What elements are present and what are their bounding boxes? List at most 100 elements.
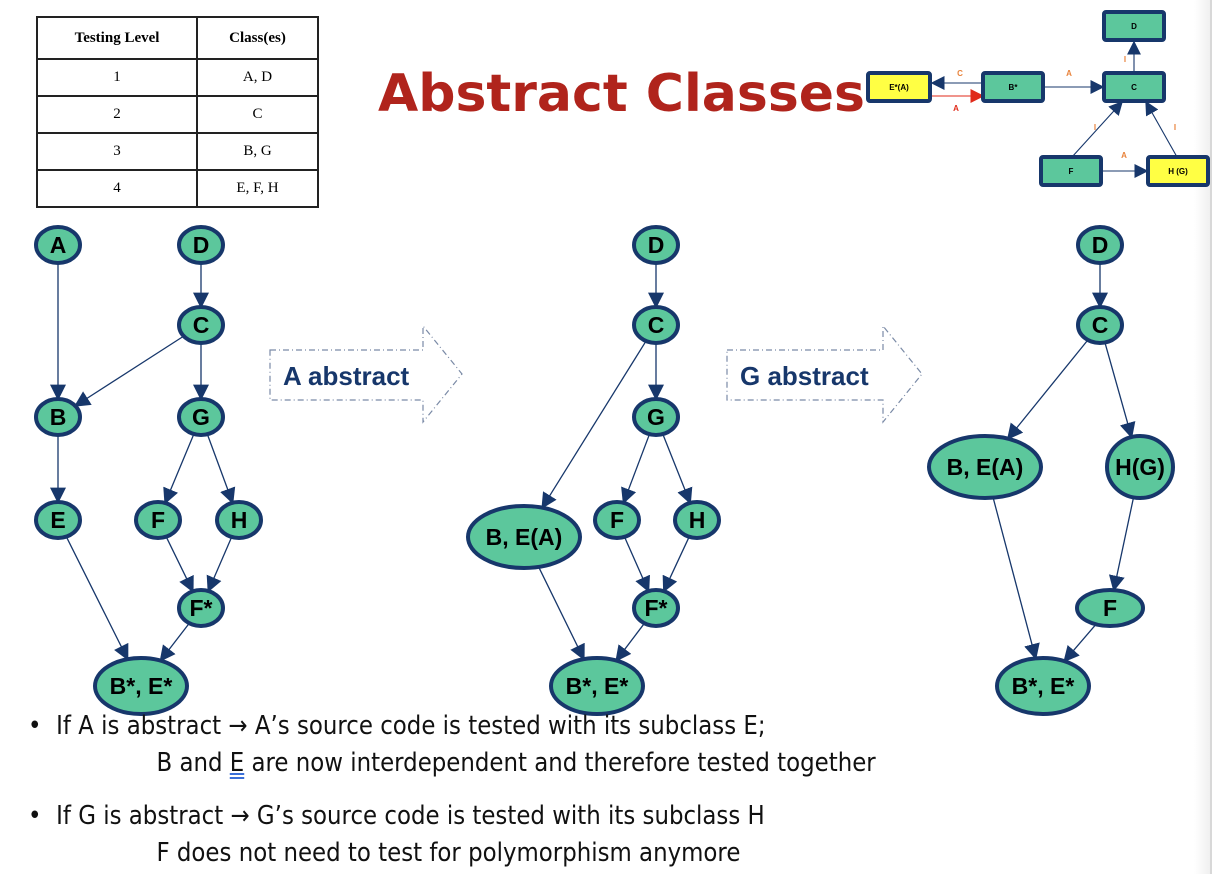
node-label: F	[151, 507, 165, 533]
bullet-text: A’s source code is tested with its subcl…	[247, 711, 766, 741]
node-label: D	[193, 232, 210, 258]
node-label: B	[50, 404, 67, 430]
node-label: B, E(A)	[947, 454, 1024, 480]
edge-G-to-H	[206, 434, 236, 505]
graph-node: A	[34, 225, 82, 265]
testing-level-table: Testing Level Class(es) 1 A, D 2 C 3 B, …	[36, 16, 319, 208]
node-shape	[632, 305, 680, 345]
node-label: B, E(A)	[486, 524, 563, 550]
edge-G-to-H	[662, 433, 693, 505]
mini-box-shape	[1102, 10, 1166, 42]
node-shape	[177, 225, 225, 265]
node-shape	[34, 500, 82, 540]
implies-arrow-icon: →	[228, 711, 248, 741]
graph-node: E	[34, 500, 82, 540]
graph-node: B	[34, 397, 82, 437]
node-shape	[632, 588, 680, 628]
node-label: C	[1092, 312, 1109, 338]
node-label: D	[648, 232, 665, 258]
edge-C-to-B	[73, 335, 185, 407]
node-shape	[466, 504, 582, 570]
bullet-text: If G is abstract	[56, 801, 231, 831]
spellcheck-underlined-word[interactable]: E	[229, 748, 245, 778]
graph-node: B, E(A)	[466, 504, 582, 570]
edge-G-to-F	[621, 433, 651, 505]
slide-title: Abstract Classes	[378, 64, 865, 124]
mini-class-box: B*	[981, 71, 1045, 103]
mini-box-label: E*(A)	[889, 83, 909, 92]
cell-classes: B, G	[196, 132, 319, 171]
transition-arrow-a: A abstract	[269, 324, 463, 424]
graph-node: C	[1076, 305, 1124, 345]
graph-node: B, E(A)	[927, 434, 1043, 500]
node-shape	[34, 397, 82, 437]
cell-level: 4	[36, 169, 198, 208]
edge-G-to-F	[163, 433, 195, 505]
bullet-text: G’s source code is tested with its subcl…	[249, 801, 765, 831]
mini-class-box: H (G)	[1146, 155, 1210, 187]
node-label: F	[1103, 595, 1117, 621]
bullet-subline: F does not need to test for polymorphism…	[28, 835, 876, 872]
edge-E-to-BE	[65, 536, 129, 661]
node-shape	[177, 588, 225, 628]
subline-text: B and	[156, 748, 230, 778]
graph-node: D	[632, 225, 680, 265]
node-shape	[34, 225, 82, 265]
node-shape	[995, 656, 1091, 716]
subline-text: F does not need to test for polymorphism…	[156, 838, 741, 868]
node-label: B*, E*	[110, 673, 173, 699]
bullet-subline: B and E are now interdependent and there…	[28, 745, 875, 782]
node-label: B*, E*	[1012, 673, 1075, 699]
node-shape	[177, 305, 225, 345]
transition-label: G abstract	[740, 361, 869, 391]
node-shape	[632, 225, 680, 265]
graph-node: G	[632, 397, 680, 437]
edge-BEA-to-BE	[538, 566, 585, 661]
node-label: H(G)	[1115, 454, 1165, 480]
edge-H-to-Fs	[662, 536, 690, 593]
bullet-dot: •	[28, 801, 42, 831]
node-shape	[673, 500, 721, 540]
bullet-item: •If A is abstract → A’s source code is t…	[28, 708, 876, 745]
graph-node: C	[632, 305, 680, 345]
mini-label-h-to-c: I	[1174, 123, 1176, 132]
graph-g-abstract: D C B, E(A) H(G) F B*, E*	[927, 225, 1175, 716]
edge-C-to-BEA	[541, 340, 647, 510]
node-shape	[134, 500, 182, 540]
graph-node: G	[177, 397, 225, 437]
graph-node: D	[1076, 225, 1124, 265]
mini-box-label: B*	[1009, 83, 1019, 92]
table-row: 2 C	[36, 95, 319, 134]
mini-box-label: C	[1131, 83, 1137, 92]
node-shape	[215, 500, 263, 540]
graph-node: B*, E*	[995, 656, 1091, 716]
node-label: H	[689, 507, 706, 533]
page-edge-line	[1210, 0, 1212, 874]
mini-box-label: D	[1131, 22, 1137, 31]
node-label: C	[193, 312, 210, 338]
header-testing-level: Testing Level	[36, 16, 198, 60]
cell-classes: A, D	[196, 58, 319, 97]
node-shape	[1105, 434, 1175, 500]
edge-BEA-to-BE	[992, 497, 1040, 660]
cell-level: 2	[36, 95, 198, 134]
graph-node: F	[593, 500, 641, 540]
mini-label-b-to-c: A	[1066, 69, 1072, 78]
mini-label-c-to-d: I	[1124, 55, 1126, 64]
node-shape	[593, 500, 641, 540]
mini-class-box: C	[1102, 71, 1166, 103]
mini-class-box: F	[1039, 155, 1103, 187]
edge-F-to-Fs	[623, 536, 650, 593]
bullet-item: •If G is abstract → G’s source code is t…	[28, 798, 876, 835]
mini-class-box: E*(A)	[866, 71, 932, 103]
mini-box-shape	[1102, 71, 1166, 103]
mini-edge-f-to-c	[1071, 100, 1123, 158]
cell-classes: C	[196, 95, 319, 134]
edge-F-to-Fs	[165, 536, 194, 593]
node-label: G	[192, 404, 210, 430]
node-label: C	[648, 312, 665, 338]
node-shape	[1076, 305, 1124, 345]
mini-box-shape	[866, 71, 932, 103]
